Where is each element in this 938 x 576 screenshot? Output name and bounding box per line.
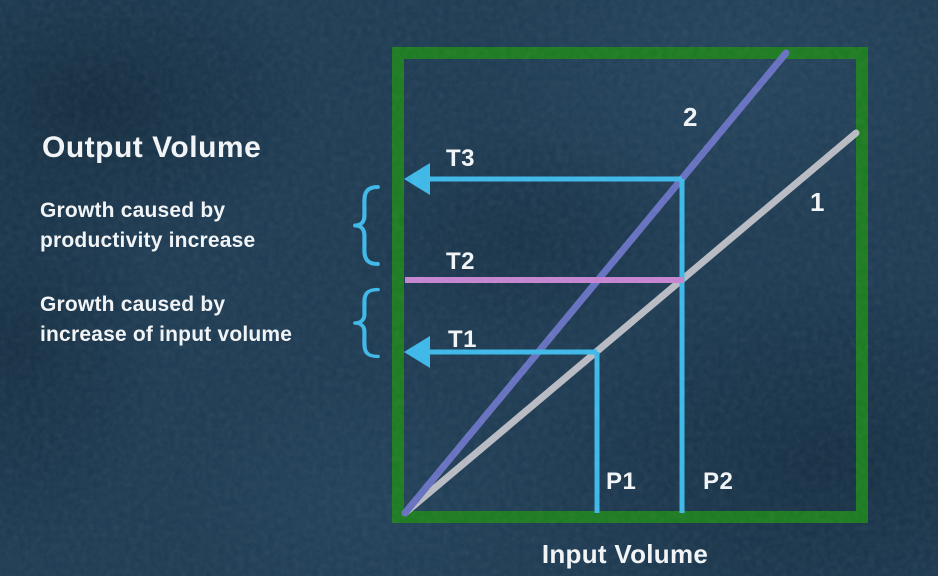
t1-arrowhead-icon <box>404 336 430 368</box>
t3-label: T3 <box>446 145 476 172</box>
chart-area <box>392 47 868 523</box>
p2-label: P2 <box>703 468 734 495</box>
t1-label: T1 <box>448 326 478 353</box>
t2-label: T2 <box>446 248 476 275</box>
caption-productivity-line1: Growth caused by <box>40 199 226 222</box>
caption-productivity-line2: productivity increase <box>40 229 256 252</box>
caption-productivity-growth: Growth caused by productivity increase <box>40 196 255 256</box>
line-1-label: 1 <box>810 187 825 217</box>
curly-brace-input-icon <box>353 287 380 359</box>
chart-border-box <box>392 47 868 523</box>
input-volume-axis-label: Input Volume <box>541 539 709 569</box>
p1-label: P1 <box>606 468 637 495</box>
caption-input-line1: Growth caused by <box>40 293 226 316</box>
caption-input-growth: Growth caused by increase of input volum… <box>40 290 292 350</box>
caption-input-line2: increase of input volume <box>40 323 293 346</box>
t3-arrowhead-icon <box>404 163 430 195</box>
line-2-label: 2 <box>683 102 698 132</box>
curly-brace-productivity-icon <box>353 184 380 267</box>
output-volume-title: Output Volume <box>42 131 262 164</box>
productivity-line-1 <box>401 129 860 517</box>
